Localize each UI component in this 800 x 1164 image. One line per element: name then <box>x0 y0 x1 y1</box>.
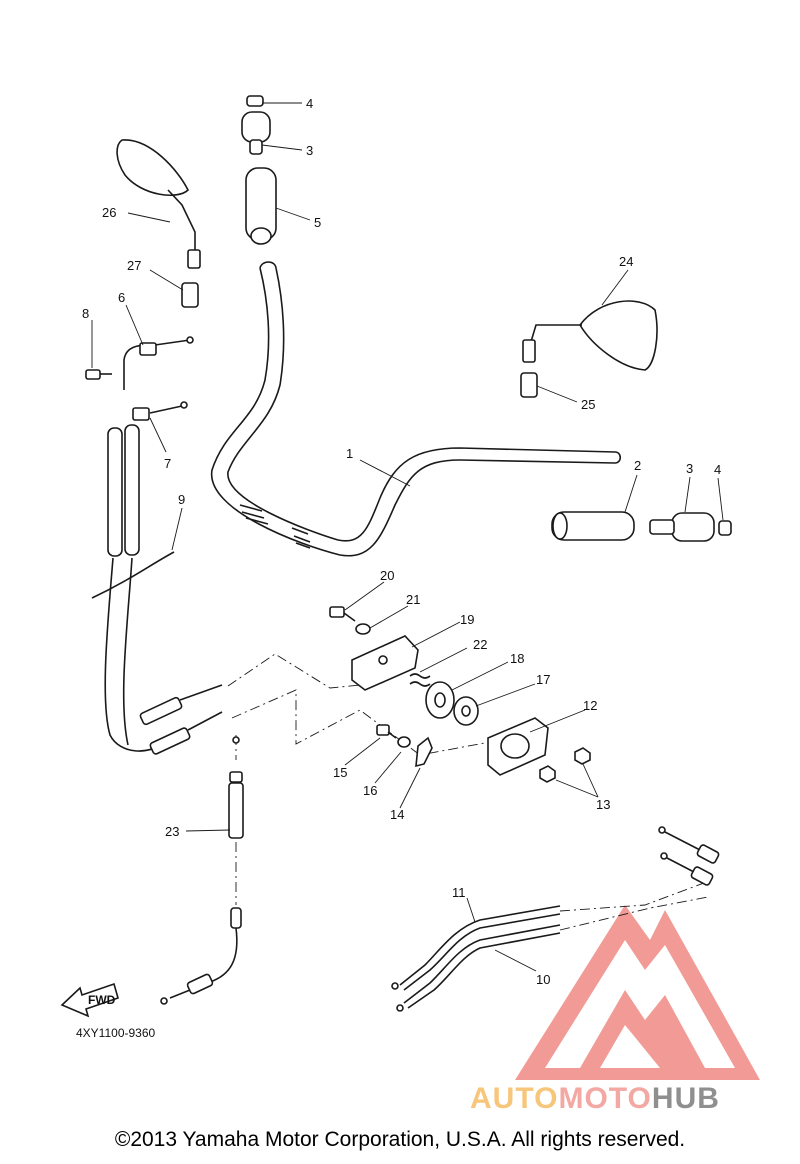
left-mirror <box>116 139 201 269</box>
right-grip <box>551 511 635 541</box>
brand-hub: HUB <box>651 1082 720 1115</box>
left-cables <box>104 424 166 752</box>
callout-12: 12 <box>583 698 597 713</box>
callout-8: 8 <box>82 306 89 321</box>
callout-16: 16 <box>363 783 377 798</box>
left-grip-nut <box>246 95 264 107</box>
callout-21: 21 <box>406 592 420 607</box>
callout-6: 6 <box>118 290 125 305</box>
callout-3: 3 <box>306 143 313 158</box>
callouts: 4 3 5 26 27 6 8 7 9 1 2 3 4 24 25 20 21 … <box>82 96 721 987</box>
clutch-cable-holder <box>123 336 194 390</box>
callout-26: 26 <box>102 205 116 220</box>
callout-5: 5 <box>314 215 321 230</box>
callout-23: 23 <box>165 824 179 839</box>
copyright-notice: ©2013 Yamaha Motor Corporation, U.S.A. A… <box>114 1128 686 1151</box>
right-mirror-adapter <box>520 372 538 398</box>
handlebar <box>211 261 622 557</box>
housing-screw <box>329 606 356 622</box>
fwd-label: FWD <box>88 993 116 1007</box>
callout-13: 13 <box>596 797 610 812</box>
left-mirror-adapter <box>181 282 199 308</box>
brand-watermark: AUTOMOTOHUB <box>470 1082 720 1116</box>
part-code: 4XY1100-9360 <box>76 1026 156 1040</box>
left-grip <box>245 167 277 245</box>
throttle-collar <box>453 696 479 726</box>
callout-18: 18 <box>510 651 524 666</box>
lower-washer <box>397 736 411 748</box>
cable-band <box>91 551 175 599</box>
callout-9: 9 <box>178 492 185 507</box>
callout-27: 27 <box>127 258 141 273</box>
throttle-cables <box>391 905 561 1012</box>
callout-22: 22 <box>473 637 487 652</box>
cable-adjuster <box>132 401 188 421</box>
cable-plate <box>415 736 433 768</box>
callout-4: 4 <box>306 96 313 111</box>
brand-auto: AUTO <box>470 1082 559 1115</box>
right-grip-end <box>649 512 715 542</box>
callout-20: 20 <box>380 568 394 583</box>
lower-throttle-housing <box>487 717 549 776</box>
lower-housing-screw <box>376 724 397 739</box>
throttle-guide <box>425 681 455 719</box>
right-grip-nut <box>718 520 732 536</box>
callout-14: 14 <box>390 807 404 822</box>
throttle-cable-ends <box>139 684 223 755</box>
fwd-arrow-icon: FWD <box>60 982 119 1018</box>
callout-25: 25 <box>581 397 595 412</box>
clutch-holder-screw <box>85 369 112 380</box>
leader-lines <box>91 102 724 972</box>
cable-fittings <box>658 826 720 886</box>
callout-11: 11 <box>452 885 466 900</box>
brand-moto: MOTO <box>558 1082 652 1115</box>
decompression-cable <box>160 736 244 1005</box>
right-mirror <box>522 300 658 371</box>
left-grip-end <box>241 111 271 155</box>
throttle-spring <box>409 673 431 687</box>
callout-19: 19 <box>460 612 474 627</box>
callout-10: 10 <box>536 972 550 987</box>
watermark-logo <box>515 905 760 1080</box>
upper-throttle-housing <box>351 635 419 691</box>
callout-24: 24 <box>619 254 633 269</box>
housing-nuts <box>539 747 591 783</box>
callout-2: 2 <box>634 458 641 473</box>
washer <box>355 623 371 635</box>
callout-15: 15 <box>333 765 347 780</box>
callout-1: 1 <box>346 446 353 461</box>
callout-4b: 4 <box>714 462 721 477</box>
callout-17: 17 <box>536 672 550 687</box>
callout-7: 7 <box>164 456 171 471</box>
callout-3b: 3 <box>686 461 693 476</box>
